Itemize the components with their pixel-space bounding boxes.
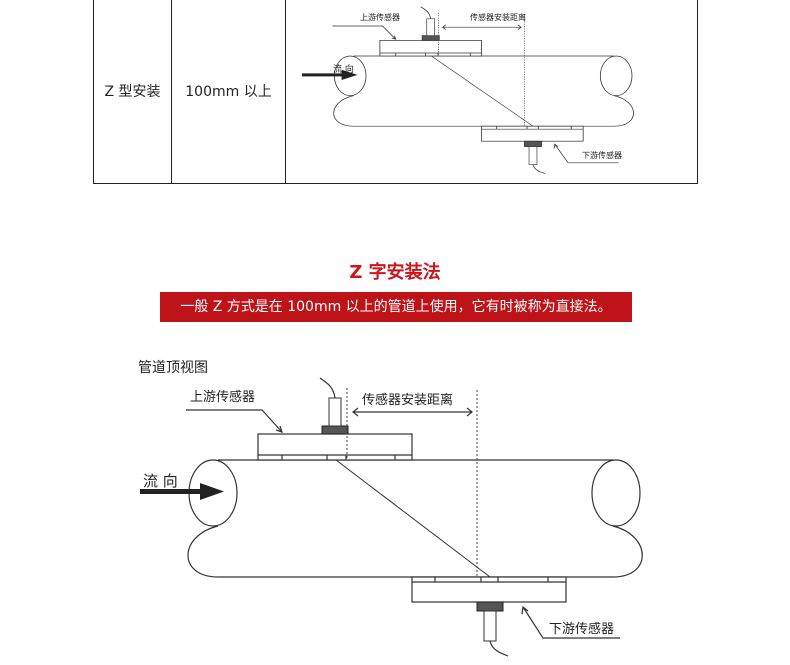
distance-arrow: [352, 407, 473, 417]
downstream-transducer-box: [411, 576, 567, 603]
upstream-label: 上游传感器: [360, 12, 400, 22]
view-label: 管道顶视图: [138, 360, 208, 376]
downstream-cable: [489, 640, 509, 657]
upstream-knurled-nut: [421, 35, 440, 41]
upstream-transducer-box: [379, 40, 482, 57]
downstream-leader: [553, 143, 619, 164]
small-diagram: 上游传感器 传感器安装距离 流 向 下游传感器: [302, 6, 634, 174]
distance-label: 传感器安装距离: [362, 392, 453, 408]
upstream-transducer-box: [257, 433, 413, 461]
sound-path-line: [431, 55, 534, 127]
pipe-outline: [187, 459, 643, 578]
downstream-knurled-nut: [524, 140, 542, 147]
downstream-label: 下游传感器: [582, 150, 622, 160]
pipe-left-end: [188, 459, 238, 527]
upstream-transducer-pads: [258, 454, 412, 460]
distance-arrow: [441, 24, 522, 30]
upstream-knurled-nut: [321, 425, 349, 435]
diagram-cell: [285, 0, 698, 184]
upstream-label: 上游传感器: [190, 389, 255, 405]
install-table: Z 型安装 100mm 以上: [93, 0, 698, 184]
upstream-cable: [420, 6, 432, 19]
downstream-knurled-nut: [476, 601, 504, 612]
method-cell: Z 型安装: [93, 0, 172, 184]
pipe-right-end: [591, 459, 641, 527]
upstream-leader: [186, 409, 283, 433]
downstream-connector: [528, 146, 538, 165]
upstream-connector: [426, 18, 435, 36]
upstream-transducer-pads: [379, 52, 482, 57]
upstream-connector: [328, 397, 342, 427]
flow-label: 流 向: [333, 63, 354, 75]
sound-path-line: [335, 459, 491, 578]
downstream-transducer-pads: [412, 577, 566, 583]
flow-arrow-shaft: [140, 489, 202, 494]
downstream-connector: [483, 610, 497, 642]
downstream-transducer-pads: [481, 126, 584, 130]
section-title: Z 字安装法: [349, 262, 441, 283]
distance-label: 传感器安装距离: [470, 12, 526, 22]
downstream-label: 下游传感器: [549, 621, 614, 637]
flow-arrow-shaft: [302, 73, 343, 77]
pipe-outline: [333, 55, 634, 127]
diameter-cell: 100mm 以上: [171, 0, 286, 184]
upstream-cable: [319, 377, 336, 399]
flow-arrow-head: [341, 69, 358, 81]
flow-arrow-head: [200, 483, 224, 500]
table-row: Z 型安装 100mm 以上: [93, 0, 698, 184]
description-banner: 一般 Z 方式是在 100mm 以上的管道上使用，它有时被称为直接法。: [160, 292, 632, 322]
pipe-right-end: [599, 55, 633, 96]
downstream-leader: [521, 605, 620, 639]
flow-label: 流 向: [143, 472, 178, 490]
upstream-leader: [332, 25, 397, 40]
downstream-cable: [532, 164, 546, 174]
